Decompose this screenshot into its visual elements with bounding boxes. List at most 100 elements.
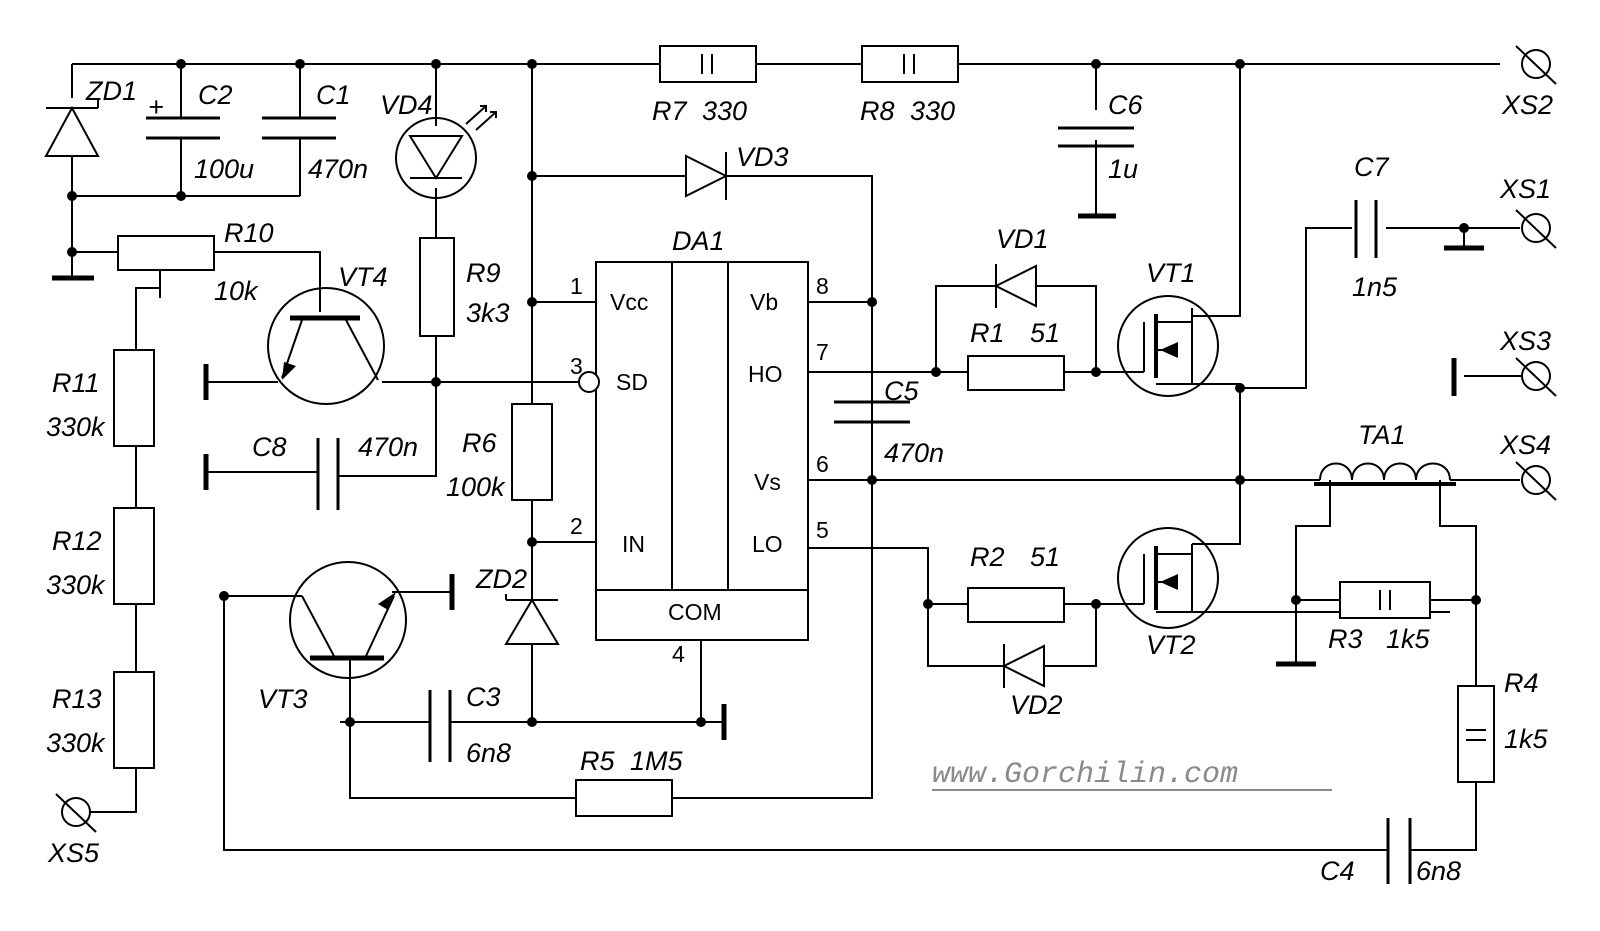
label-c4: C4 [1320,856,1355,886]
ic-pin-lo: LO [752,531,783,557]
resistor-r11 [113,349,155,447]
label-r1: R1 [970,318,1005,348]
resistor-r8 [861,45,959,83]
led-vd4 [395,105,497,199]
capacitor-c3 [428,690,452,762]
label-vt4: VT4 [338,262,388,292]
ground-symbols [52,64,1484,740]
label-vt2: VT2 [1146,630,1196,660]
label-c3-val: 6n8 [466,738,511,768]
label-vd2: VD2 [1010,690,1063,720]
connector-xs3[interactable] [1515,357,1557,397]
label-r7: R7 [652,96,687,126]
label-c1: C1 [316,80,351,110]
label-c3: C3 [466,682,501,712]
ic-pin-ho: HO [748,361,783,387]
resistor-r13 [113,671,155,769]
connector-xs1[interactable] [1515,209,1557,249]
label-r2-val: 51 [1030,542,1060,572]
ic-pin-num-2: 2 [570,513,583,539]
connector-xs4[interactable] [1515,461,1557,501]
label-r8: R8 [860,96,895,126]
label-r9-val: 3k3 [466,298,510,328]
transistor-vt3 [289,561,407,679]
label-zd1: ZD1 [85,76,137,106]
resistor-r4 [1457,685,1495,783]
label-c6-val: 1u [1108,154,1138,184]
potentiometer-r10 [117,235,215,298]
transistor-vt4 [267,287,385,405]
diode-vd2 [1001,644,1045,688]
label-r12: R12 [52,526,102,556]
label-r5-val: 1M5 [630,746,684,776]
label-r9: R9 [466,258,501,288]
capacitor-c8 [316,438,340,510]
label-c5: C5 [884,376,919,406]
resistor-r12 [113,507,155,605]
label-r4: R4 [1504,668,1539,698]
label-c4-val: 6n8 [1416,856,1461,886]
label-c7: C7 [1354,152,1389,182]
ic-pin-com: COM [668,599,722,625]
label-ta1: TA1 [1358,420,1406,450]
label-r1-val: 51 [1030,318,1060,348]
resistor-r1 [967,355,1065,391]
capacitor-c4 [1386,818,1412,884]
resistor-r6 [511,403,553,501]
label-r12-val: 330k [46,570,106,600]
connector-xs5[interactable] [55,793,97,833]
label-r4-val: 1k5 [1504,724,1549,754]
resistor-r9 [419,237,455,337]
mosfet-vt1 [1117,295,1219,397]
label-zd2: ZD2 [475,564,527,594]
label-r10: R10 [224,218,274,248]
label-r6-val: 100k [446,472,506,502]
resistor-r7 [659,45,757,83]
label-vd4: VD4 [380,90,433,120]
connector-xs2[interactable] [1515,45,1557,85]
capacitor-c5 [834,302,910,480]
label-xs4: XS4 [1499,430,1551,460]
label-xs2: XS2 [1501,90,1553,120]
label-c8: C8 [252,432,287,462]
label-vt1: VT1 [1146,258,1196,288]
resistor-r5 [575,779,673,817]
ic-pin-vcc: Vcc [610,289,648,315]
label-vt3: VT3 [258,684,308,714]
resistor-r3 [1339,581,1431,619]
zener-diode-zd2 [504,594,560,645]
label-r2: R2 [970,542,1005,572]
ic-pin-num-8: 8 [816,273,829,299]
ic-pin-num-1: 1 [570,273,583,299]
zener-diode-zd1 [44,100,100,157]
resistor-r2 [967,587,1065,623]
ic-pin-num-5: 5 [816,517,829,543]
label-xs5: XS5 [47,838,100,868]
label-xs1: XS1 [1499,174,1551,204]
watermark-text: www.Gorchilin.com [932,758,1238,792]
label-c1-val: 470n [308,154,368,184]
mosfet-vt2 [1117,527,1219,629]
capacitor-c2 [146,116,220,140]
label-r8-val: 330 [910,96,955,126]
component-labels: ZD1 + C2 100u C1 470n VD4 R7 330 R8 330 … [46,76,1553,886]
label-vd1: VD1 [996,224,1049,254]
label-c2: C2 [198,80,233,110]
label-r11-val: 330k [46,412,106,442]
ic-pin-num-3: 3 [570,353,583,379]
ic-pin-num-4: 4 [672,641,685,667]
ic-pin-vb: Vb [750,289,778,315]
transformer-ta1 [1314,462,1456,486]
watermark: www.Gorchilin.com [932,758,1332,792]
label-r13: R13 [52,684,102,714]
label-c8-val: 470n [358,432,418,462]
label-c2-val: 100u [194,154,254,184]
label-r6: R6 [462,428,497,458]
label-vd3: VD3 [736,142,789,172]
label-xs3: XS3 [1499,326,1551,356]
capacitor-c1 [262,116,336,140]
label-r5: R5 [580,746,615,776]
label-r3-val: 1k5 [1386,624,1431,654]
junction-dots [67,59,1481,727]
label-r7-val: 330 [702,96,747,126]
